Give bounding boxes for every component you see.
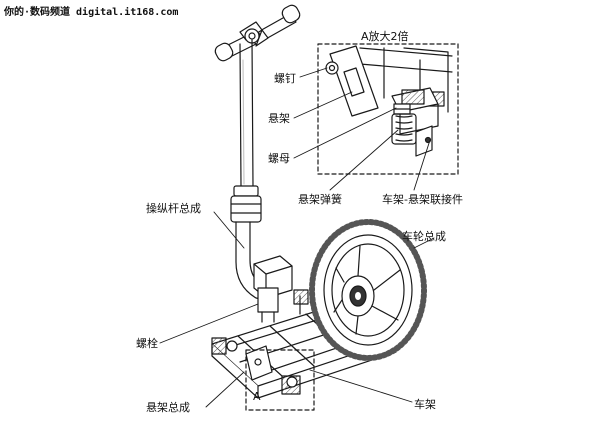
label-handle-assembly: 操纵杆总成	[146, 202, 201, 215]
watermark: 你的·数码频道 digital.it168.com	[4, 7, 179, 18]
leader-frame	[309, 369, 413, 403]
leader-spring	[329, 129, 399, 191]
wheel	[309, 219, 427, 361]
motor-box	[253, 255, 293, 323]
leader-wheel	[413, 237, 435, 249]
leader-handle	[213, 211, 245, 249]
label-nut: 螺母	[268, 152, 290, 165]
label-region-a: A	[253, 390, 261, 403]
label-screw: 螺钉	[274, 72, 296, 85]
steering-column	[230, 39, 267, 301]
label-bracket: 悬架	[268, 112, 290, 125]
leader-connector	[413, 139, 431, 191]
label-bolt: 螺栓	[136, 337, 158, 350]
handlebar	[214, 4, 301, 62]
region-a-box	[245, 349, 315, 411]
label-suspension-assembly: 悬架总成	[146, 401, 190, 414]
leader-suspension	[205, 371, 245, 408]
label-wheel-assembly: 车轮总成	[402, 230, 446, 243]
leader-lines	[159, 67, 435, 408]
leader-screw	[299, 67, 328, 78]
inset-detail	[317, 43, 459, 175]
leader-bracket	[293, 91, 353, 119]
leader-nut	[293, 107, 397, 159]
label-spring: 悬架弹簧	[298, 193, 342, 206]
leader-bolt	[159, 303, 259, 344]
label-frame: 车架	[414, 398, 436, 411]
inset-caption: A放大2倍	[361, 30, 409, 43]
label-connector: 车架-悬架联接件	[382, 193, 463, 206]
